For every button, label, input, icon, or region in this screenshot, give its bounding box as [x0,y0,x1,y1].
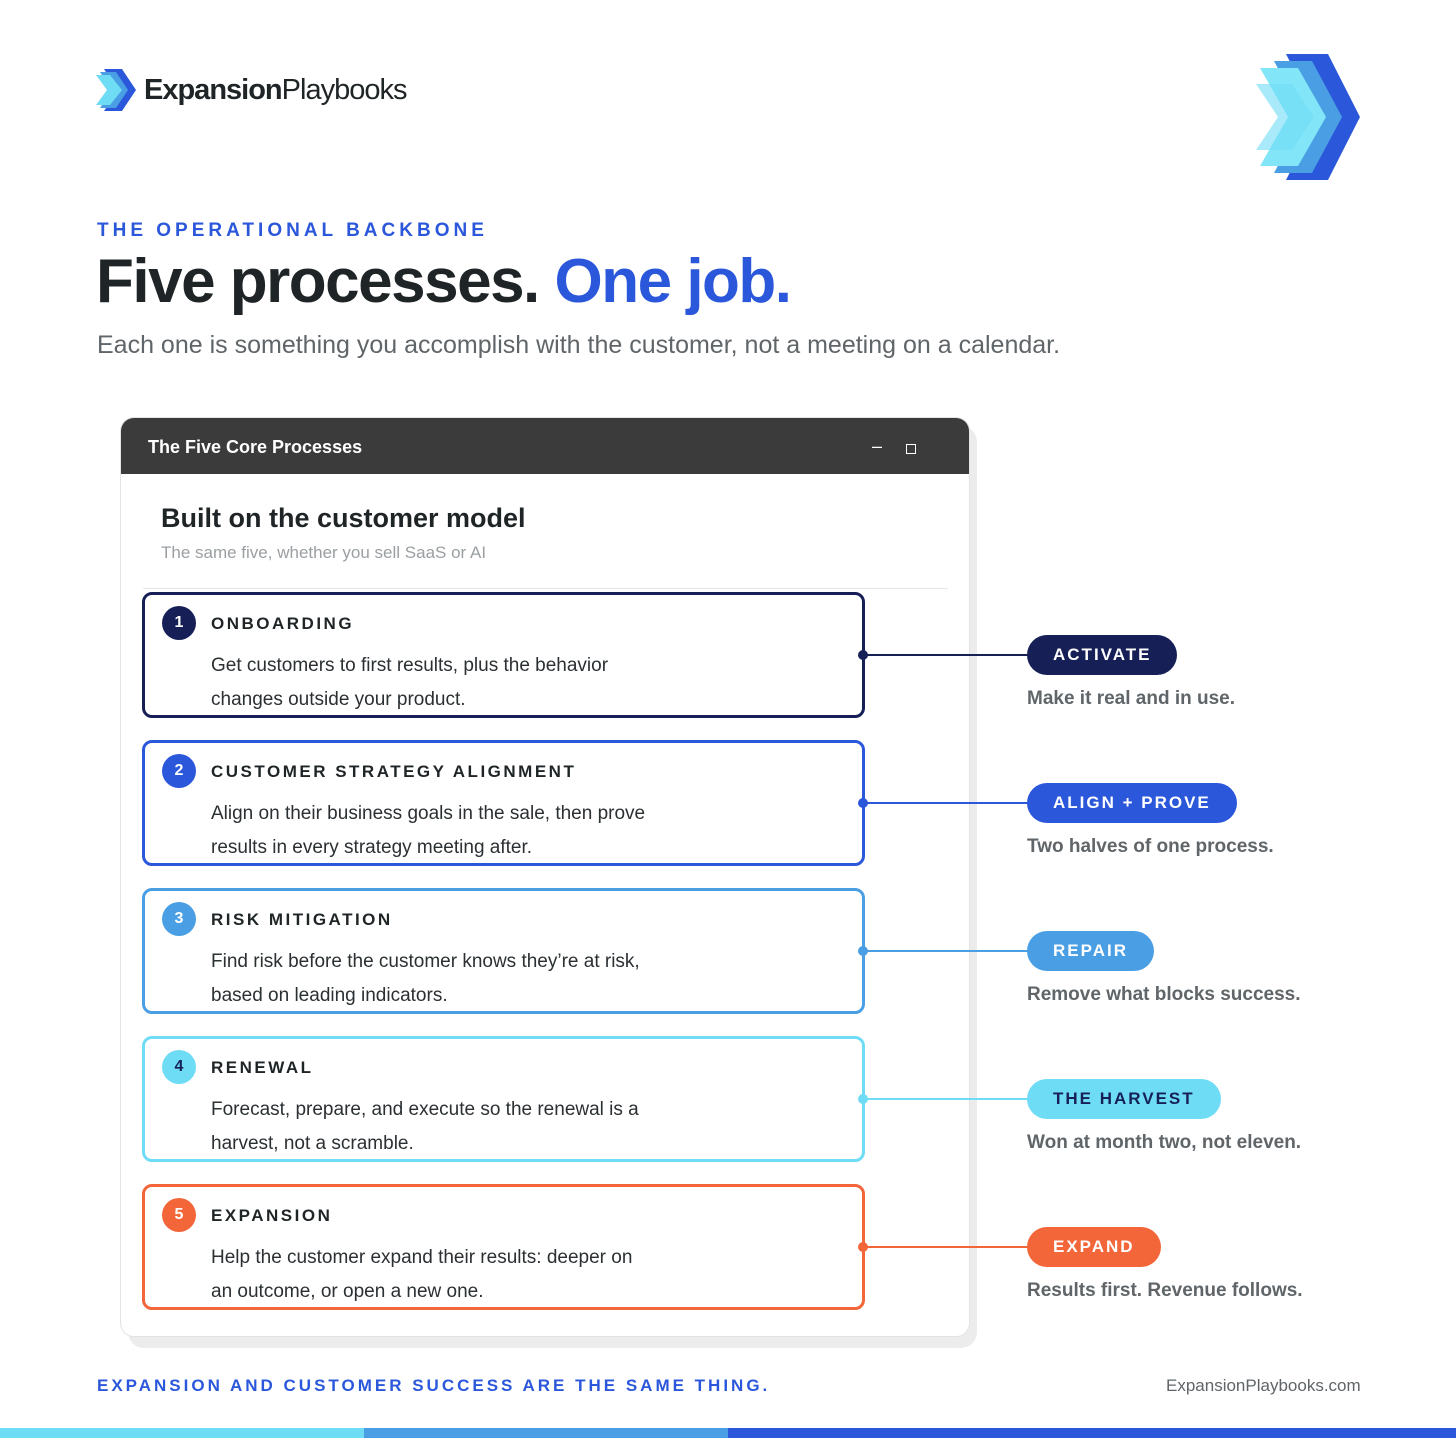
process-description: Forecast, prepare, and execute so the re… [211,1099,639,1154]
process-description: Get customers to first results, plus the… [211,655,609,710]
outcome-note: Remove what blocks success. [1027,984,1301,1005]
process-card-risk-mitigation: 3 RISK MITIGATION Find risk before the c… [142,888,865,1014]
connector-line [863,1246,1029,1248]
maximize-icon[interactable] [906,444,916,454]
connector-dot [858,946,868,956]
chevron-logo-icon [96,69,136,111]
brand-logo: ExpansionPlaybooks [96,66,407,114]
outcome-note: Won at month two, not eleven. [1027,1132,1302,1153]
process-title: RISK MITIGATION [211,910,393,929]
process-title: EXPANSION [211,1206,333,1225]
outcome-pill-activate: ACTIVATE [1027,635,1178,675]
minimize-icon[interactable]: – [872,436,883,456]
connector-line [863,654,1029,656]
step-number-badge: 2 [162,754,196,788]
connector-dot [858,650,868,660]
outcome-note: Results first. Revenue follows. [1027,1280,1303,1301]
divider [143,588,948,589]
title-blue: One job. [554,247,793,316]
process-card-onboarding: 1 ONBOARDING Get customers to first resu… [142,592,865,718]
process-title: RENEWAL [211,1058,314,1077]
connector-line [863,1098,1029,1100]
window-titlebar: The Five Core Processes – [121,418,969,474]
eyebrow-label: THE OPERATIONAL BACKBONE [97,220,488,241]
chevron-mark-icon [1256,54,1360,180]
process-description: Find risk before the customer knows they… [211,951,640,1006]
page-subtitle: Each one is something you accomplish wit… [97,331,1061,359]
page-title: Five processes. One job. [96,246,793,317]
outcome-note: Two halves of one process. [1027,836,1274,857]
step-number-badge: 3 [162,902,196,936]
process-card-expansion: 5 EXPANSION Help the customer expand the… [142,1184,865,1310]
process-title: ONBOARDING [211,614,355,633]
outcome-pill-harvest: THE HARVEST [1027,1079,1221,1119]
outcome-note: Make it real and in use. [1027,688,1236,709]
panel-heading: Built on the customer model [161,503,526,533]
connector-dot [858,1094,868,1104]
footer-website-link[interactable]: ExpansionPlaybooks.com [1166,1376,1361,1395]
connector-line [863,950,1029,952]
footer-stripe [0,1428,364,1438]
footer-stripe [364,1428,728,1438]
window-title: The Five Core Processes [148,437,363,457]
outcome-pill-align-prove: ALIGN + PROVE [1027,783,1237,823]
step-number-badge: 5 [162,1198,196,1232]
process-window: The Five Core Processes – Built on the c… [120,417,970,1337]
connector-dot [858,798,868,808]
connector-line [863,802,1029,804]
process-card-renewal: 4 RENEWAL Forecast, prepare, and execute… [142,1036,865,1162]
outcome-pill-expand: EXPAND [1027,1227,1161,1267]
footer-stripe [728,1428,1456,1438]
process-description: Align on their business goals in the sal… [211,803,646,858]
connector-dot [858,1242,868,1252]
title-dark: Five processes. [96,247,540,316]
process-title: CUSTOMER STRATEGY ALIGNMENT [211,762,577,781]
process-description: Help the customer expand their results: … [211,1247,633,1302]
brand-name: ExpansionPlaybooks [144,73,407,106]
step-number-badge: 4 [162,1050,196,1084]
panel-subheading: The same five, whether you sell SaaS or … [161,543,487,562]
step-number-badge: 1 [162,606,196,640]
footer-tagline: EXPANSION AND CUSTOMER SUCCESS ARE THE S… [97,1376,771,1395]
process-card-strategy-alignment: 2 CUSTOMER STRATEGY ALIGNMENT Align on t… [142,740,865,866]
outcome-pill-repair: REPAIR [1027,931,1154,971]
